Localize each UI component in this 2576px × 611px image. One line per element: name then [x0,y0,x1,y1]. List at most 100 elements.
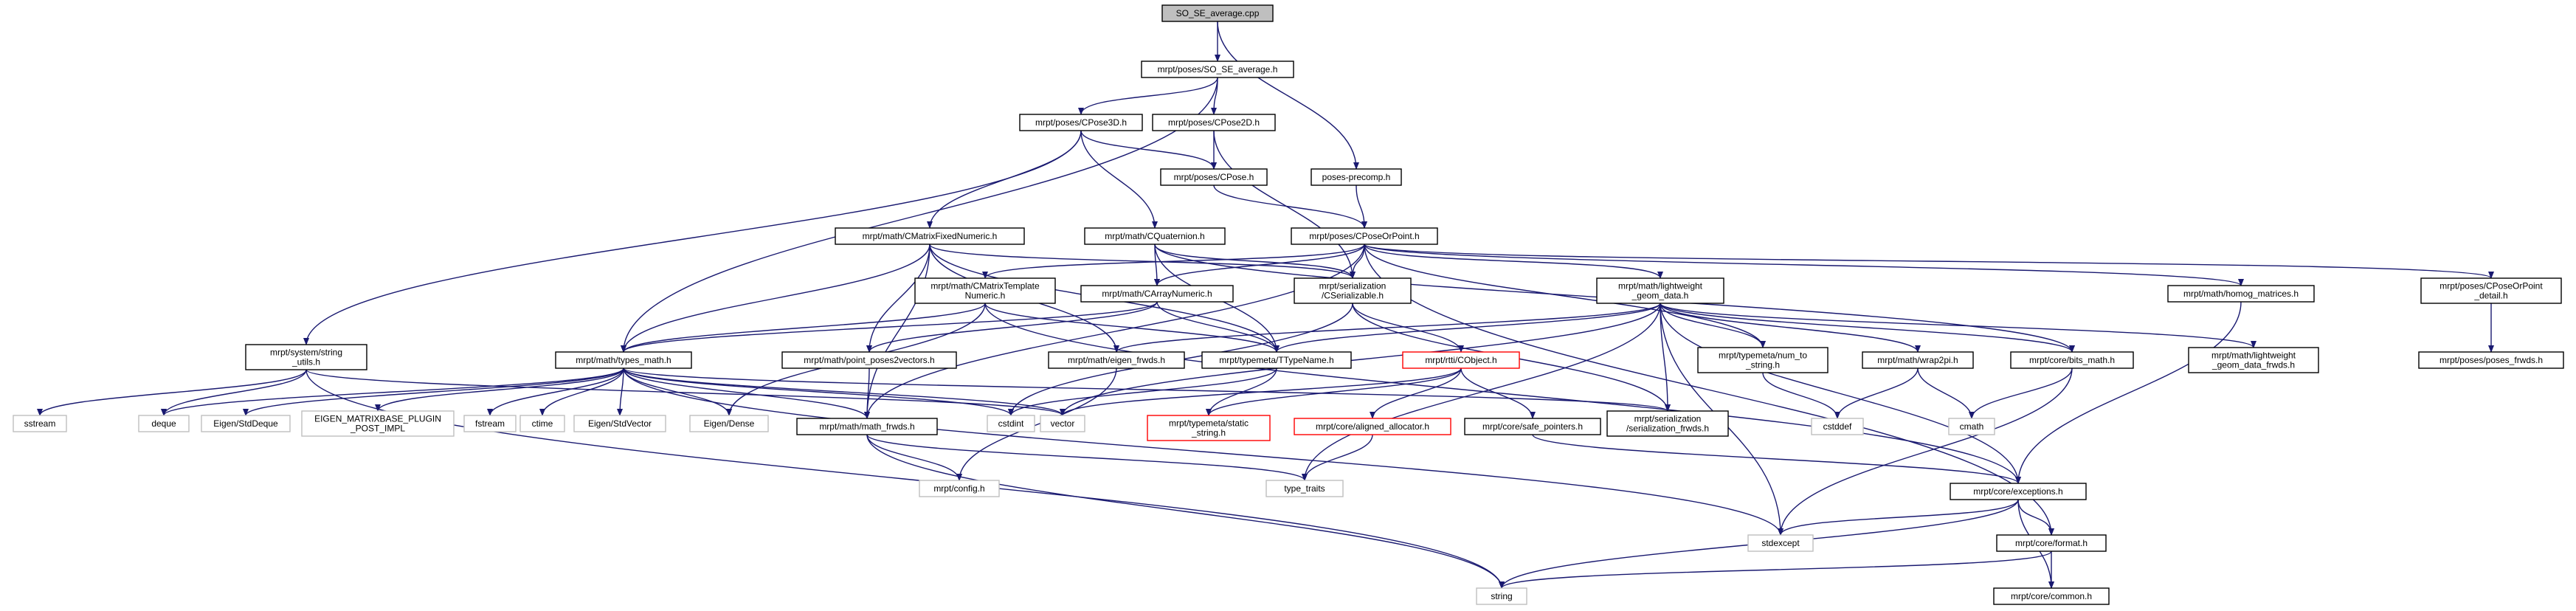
edge-lightweight-to-bits_math [1660,303,2075,353]
edge-wrap2pi-to-cmath [1917,367,1975,419]
node-cserializable[interactable]: mrpt/serialization/CSerializable.h [1294,277,1412,304]
node-eigen_stddeque: Eigen/StdDeque [201,415,291,432]
node-cpose2d[interactable]: mrpt/poses/CPose2D.h [1152,114,1276,131]
node-box-serialization_frwds [1606,410,1729,437]
edge-layer [37,21,2494,589]
node-label-vector: vector [1051,418,1075,429]
edge-types_math-to-math_frwds [623,367,870,419]
node-label-format: mrpt/core/format.h [2015,538,2088,548]
node-wrap2pi[interactable]: mrpt/math/wrap2pi.h [1862,351,1974,369]
edge-cposeorpoint-to-lightweight [1364,244,1663,279]
node-cmatrixfixed[interactable]: mrpt/math/CMatrixFixedNumeric.h [835,227,1025,245]
node-box-eigen_stddeque [201,415,291,432]
node-label-eigen_dense: Eigen/Dense [704,418,755,429]
node-bits_math[interactable]: mrpt/core/bits_math.h [2010,351,2134,369]
edge-cpose-to-cposeorpoint [1213,184,1367,229]
node-label-config: mrpt/config.h [933,483,984,494]
node-poses_precomp[interactable]: poses-precomp.h [1311,168,1402,186]
node-ttypename[interactable]: mrpt/typemeta/TTypeName.h [1201,351,1352,369]
edge-types_math-to-serialization_frwds [623,367,1671,412]
node-box-num_to_string [1697,347,1829,373]
node-math_frwds[interactable]: mrpt/math/math_frwds.h [796,418,938,435]
node-cquaternion[interactable]: mrpt/math/CQuaternion.h [1084,227,1226,245]
node-label-cposeorpoint_detail: _detail.h [2473,291,2507,301]
edge-carraynumeric-to-ttypename [1156,301,1280,353]
node-cpose3d[interactable]: mrpt/poses/CPose3D.h [1019,114,1143,131]
node-cposeorpoint[interactable]: mrpt/poses/CPoseOrPoint.h [1291,227,1438,245]
node-label-cposeorpoint: mrpt/poses/CPoseOrPoint.h [1309,231,1419,241]
node-label-eigen_stddeque: Eigen/StdDeque [213,418,278,429]
node-label-string_utils: mrpt/system/string [270,348,342,358]
node-box-root [1161,4,1274,22]
node-cstdint: cstdint [987,415,1035,432]
node-lw_frwds[interactable]: mrpt/math/lightweight_geom_data_frwds.h [2188,347,2319,373]
edge-ttypename-to-static_string [1206,367,1277,416]
node-eigen_stdvector: Eigen/StdVector [573,415,666,432]
edge-cserializable-to-cobject [1352,303,1464,353]
node-exceptions[interactable]: mrpt/core/exceptions.h [1950,483,2087,500]
node-cposeorpoint_detail[interactable]: mrpt/poses/CPoseOrPoint_detail.h [2420,277,2562,304]
node-types_math[interactable]: mrpt/math/types_math.h [555,351,692,369]
node-box-cserializable [1294,277,1412,304]
node-label-type_traits: type_traits [1284,483,1325,494]
node-label-ctime: ctime [532,418,553,429]
node-eigen_frwds[interactable]: mrpt/math/eigen_frwds.h [1048,351,1185,369]
node-cpose[interactable]: mrpt/poses/CPose.h [1160,168,1268,186]
node-label-math_frwds: mrpt/math/math_frwds.h [819,421,914,432]
edge-bits_math-to-stdexcept [1778,367,2073,536]
edge-carraynumeric-to-types_math [621,301,1158,353]
edge-exceptions-to-stdexcept [1778,499,2019,536]
node-label-deque: deque [151,418,176,429]
node-homog[interactable]: mrpt/math/homog_matrices.h [2167,285,2315,303]
node-label-stdexcept: stdexcept [1761,538,1800,548]
node-static_string[interactable]: mrpt/typemeta/static_string.h [1147,415,1271,441]
node-box-common [1993,587,2110,605]
edge-exceptions-to-format [2017,499,2054,536]
edge-cmatrixfixed-to-math_frwds [864,244,930,419]
node-layer: SO_SE_average.cpp mrpt/poses/SO_SE_averag… [13,4,2564,605]
node-label-cserializable: /CSerializable.h [1322,291,1384,301]
edge-lightweight-to-eigen_frwds [1113,303,1661,353]
node-label-eigen_plugin: EIGEN_MATRIXBASE_PLUGIN [314,414,441,424]
node-common[interactable]: mrpt/core/common.h [1993,587,2110,605]
edge-cmatrixfixed-to-cserializable [929,244,1356,279]
node-config: mrpt/config.h [919,480,1000,497]
node-carraynumeric[interactable]: mrpt/math/CArrayNumeric.h [1080,285,1234,303]
edge-safe_pointers-to-exceptions [1532,434,2021,484]
node-poses_frwds[interactable]: mrpt/poses/poses_frwds.h [2418,351,2564,369]
edge-point_poses2vectors-to-math_frwds [864,367,871,419]
node-root[interactable]: SO_SE_average.cpp [1161,4,1274,22]
node-box-eigen_stdvector [573,415,666,432]
node-so_se_h[interactable]: mrpt/poses/SO_SE_average.h [1141,61,1294,78]
node-label-static_string: mrpt/typemeta/static [1169,418,1249,429]
edge-cmatrixtemplate-to-types_math [621,303,986,353]
node-box-cmath [1948,418,1995,435]
node-string_utils[interactable]: mrpt/system/string_utils.h [245,344,367,370]
node-box-cpose3d [1019,114,1143,131]
node-box-vector [1040,415,1085,432]
node-serialization_frwds[interactable]: mrpt/serialization/serialization_frwds.h [1606,410,1729,437]
node-label-ttypename: mrpt/typemeta/TTypeName.h [1219,355,1333,365]
node-cobject[interactable]: mrpt/rtti/CObject.h [1402,351,1520,369]
node-lightweight[interactable]: mrpt/math/lightweight_geom_data.h [1596,277,1724,304]
edge-cposeorpoint-to-num_to_string [1364,244,1766,348]
edge-lightweight-to-type_traits [1302,303,1661,481]
node-num_to_string[interactable]: mrpt/typemeta/num_to_string.h [1697,347,1829,373]
node-box-aligned_allocator [1294,418,1451,435]
node-label-cmatrixtemplate: Numeric.h [965,291,1006,301]
node-label-cstddef: cstddef [1823,421,1852,432]
edge-types_math-to-stdexcept [623,367,1783,536]
node-label-sstream: sstream [24,418,56,429]
node-point_poses2vectors[interactable]: mrpt/math/point_poses2vectors.h [781,351,957,369]
edge-lightweight-to-exceptions [1660,303,2021,484]
node-box-cobject [1402,351,1520,369]
node-aligned_allocator[interactable]: mrpt/core/aligned_allocator.h [1294,418,1451,435]
node-box-wrap2pi [1862,351,1974,369]
node-label-safe_pointers: mrpt/core/safe_pointers.h [1482,421,1583,432]
node-box-point_poses2vectors [781,351,957,369]
node-label-bits_math: mrpt/core/bits_math.h [2029,355,2115,365]
node-format[interactable]: mrpt/core/format.h [1996,534,2107,552]
edge-aligned_allocator-to-type_traits [1302,434,1373,481]
node-safe_pointers[interactable]: mrpt/core/safe_pointers.h [1464,418,1601,435]
